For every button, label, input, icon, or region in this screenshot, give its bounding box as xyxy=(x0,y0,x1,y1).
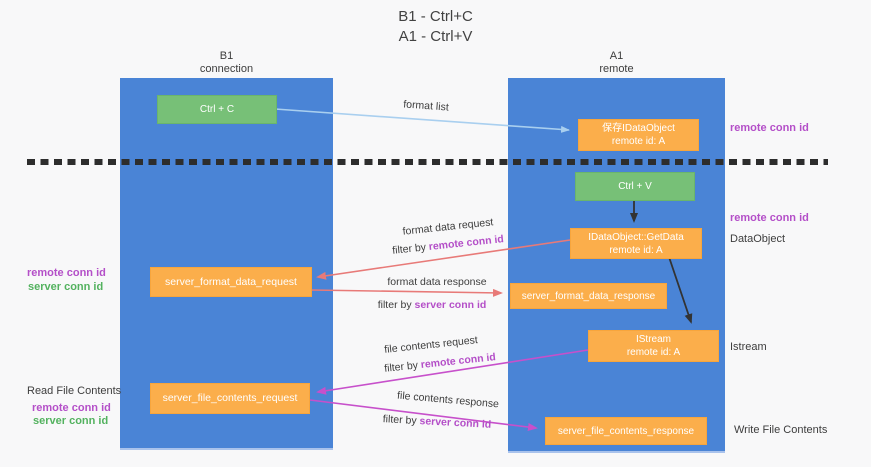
server-file-contents-request-label: server_file_contents_request xyxy=(162,392,298,404)
filter-by-remote-conn-id-label-file: filter by remote conn id xyxy=(384,351,497,375)
filter-by-server-conn-id-label-format: filter by server conn id xyxy=(378,299,487,311)
format-list-text: format list xyxy=(402,98,450,114)
dataobject-text: DataObject xyxy=(730,233,786,245)
filter-by-server-conn-id-label-file: filter by server conn id xyxy=(382,413,491,431)
server-format-data-request-box: server_format_data_request xyxy=(150,267,312,297)
format-data-response-text: format data response xyxy=(387,276,487,288)
getdata-line2: remote id: A xyxy=(609,244,663,256)
a1-column-subtitle: remote xyxy=(599,63,634,75)
dataobject-annotation: DataObject xyxy=(730,233,785,246)
istream-annotation: Istream xyxy=(730,341,767,354)
server-format-data-response-box: server_format_data_response xyxy=(510,283,667,309)
remote-conn-id-annotation-mid-right: remote conn id xyxy=(730,212,809,225)
file-contents-request-label: file contents request xyxy=(384,334,479,356)
save-dataobject-line1: 保存IDataObject xyxy=(602,123,675,134)
file-contents-request-text: file contents request xyxy=(383,334,479,356)
server-conn-id-text: server conn id xyxy=(33,415,109,427)
diagram-title: B1 - Ctrl+C A1 - Ctrl+V xyxy=(0,7,871,47)
ctrl-v-box: Ctrl + V xyxy=(575,172,695,201)
istream-line2: remote id: A xyxy=(626,347,681,358)
server-file-contents-response-label: server_file_contents_response xyxy=(557,425,695,437)
filter-by-text: filter by xyxy=(377,299,412,311)
write-file-contents-annotation: Write File Contents xyxy=(734,424,827,437)
b1-column-name: B1 xyxy=(219,50,234,62)
remote-conn-id-text: remote conn id xyxy=(730,212,809,224)
remote-conn-id-text: remote conn id xyxy=(32,402,111,414)
file-contents-response-text: file contents response xyxy=(396,389,500,411)
server-file-contents-response-box: server_file_contents_response xyxy=(545,417,707,445)
filter-by-text: filter by xyxy=(383,359,419,375)
server-conn-id-annotation-left-format: server conn id xyxy=(28,281,103,294)
server-conn-id-text: server conn id xyxy=(414,299,487,311)
server-file-contents-request-box: server_file_contents_request xyxy=(150,383,310,414)
remote-conn-id-annotation-left-format: remote conn id xyxy=(27,267,106,280)
remote-conn-id-annotation-left-file: remote conn id xyxy=(32,402,111,415)
ctrl-c-box: Ctrl + C xyxy=(157,95,277,124)
istream-text: Istream xyxy=(730,341,767,353)
b1-column-header: B1 connection xyxy=(120,50,333,76)
remote-conn-id-text: remote conn id xyxy=(730,122,809,134)
server-conn-id-text: server conn id xyxy=(28,281,104,293)
server-format-data-response-label: server_format_data_response xyxy=(521,290,656,302)
server-format-data-request-label: server_format_data_request xyxy=(165,275,297,288)
istream-box: IStream remote id: A xyxy=(588,330,719,362)
getdata-box: IDataObject::GetData remote id: A xyxy=(570,228,702,259)
format-list-label: format list xyxy=(403,98,449,113)
format-data-response-arrow xyxy=(310,288,503,297)
ctrl-c-label: Ctrl + C xyxy=(199,104,235,115)
istream-line1: IStream xyxy=(635,334,671,345)
ctrl-v-label: Ctrl + V xyxy=(618,181,652,192)
file-contents-response-label: file contents response xyxy=(397,390,500,411)
b1-column-subtitle: connection xyxy=(199,63,254,75)
write-file-contents-text: Write File Contents xyxy=(734,424,828,436)
save-dataobject-line2: remote id: A xyxy=(611,136,666,147)
save-dataobject-box: 保存IDataObject remote id: A xyxy=(578,119,699,151)
server-conn-id-text: server conn id xyxy=(419,415,492,431)
filter-by-text: filter by xyxy=(382,413,417,427)
remote-conn-id-annotation-top-right: remote conn id xyxy=(730,122,809,135)
title-line-2: A1 - Ctrl+V xyxy=(398,28,473,45)
a1-column-name: A1 xyxy=(609,50,624,62)
read-file-contents-text: Read File Contents xyxy=(27,385,122,397)
remote-conn-id-text: remote conn id xyxy=(420,351,497,371)
read-file-contents-annotation: Read File Contents xyxy=(27,385,121,398)
filter-by-text: filter by xyxy=(391,241,427,257)
title-line-1: B1 - Ctrl+C xyxy=(398,8,473,25)
a1-column-header: A1 remote xyxy=(508,50,725,76)
remote-conn-id-text: remote conn id xyxy=(27,267,106,279)
remote-conn-id-text: remote conn id xyxy=(428,233,505,253)
format-data-response-label: format data response xyxy=(387,276,486,288)
server-conn-id-annotation-left-file: server conn id xyxy=(33,415,108,428)
getdata-line1: IDataObject::GetData xyxy=(588,231,684,243)
